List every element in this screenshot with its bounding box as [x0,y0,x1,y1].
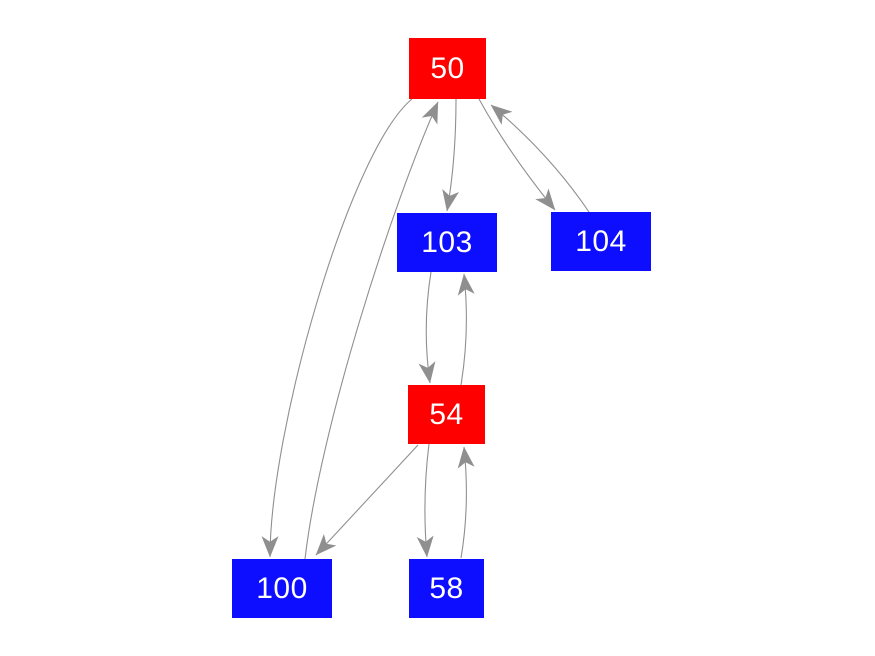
edge-50-103 [442,98,459,212]
edge-104-50 [490,104,590,213]
node-label: 103 [421,225,473,259]
node-104[interactable]: 104 [551,212,651,271]
edge-103-54 [418,271,436,384]
edge-58-54 [457,446,475,559]
node-50[interactable]: 50 [409,38,486,99]
node-100[interactable]: 100 [232,559,332,618]
edge-54-100 [315,444,419,556]
node-label: 104 [575,224,627,258]
edge-50-100 [261,98,413,558]
node-58[interactable]: 58 [409,559,484,618]
node-label: 50 [430,51,465,85]
edge-50-104 [478,98,556,211]
node-label: 58 [429,571,464,605]
edge-54-103 [457,273,475,386]
edge-100-50 [304,101,439,560]
node-label: 54 [429,397,464,431]
node-103[interactable]: 103 [397,213,497,272]
node-label: 100 [256,571,308,605]
node-54[interactable]: 54 [408,385,485,444]
edge-54-58 [416,443,434,558]
